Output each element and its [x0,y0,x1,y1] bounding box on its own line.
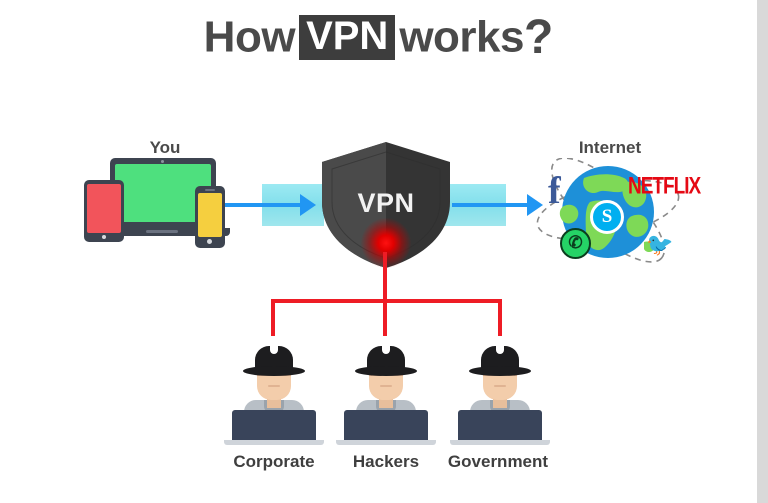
tablet-screen [87,184,121,233]
title-question-mark: ? [523,11,554,64]
hacker-laptop-icon [232,410,316,442]
fedora-hat-dent [382,345,390,354]
hacker-laptop-base [450,440,550,445]
scrollbar-track[interactable] [757,0,768,503]
title-vpn-badge: VPN [299,15,396,60]
skype-icon: S [590,200,624,234]
arrow-right-icon-left [300,194,316,216]
threat-figure-hackers [334,340,438,446]
data-flow-line-left [225,203,305,207]
threat-label-corporate: Corporate [233,452,315,471]
internet-group: f NETFLIX S ✆ 🐦 [528,158,701,268]
smartphone-icon [195,186,225,248]
threat-label-hackers: Hackers [352,452,420,471]
hacker-mouth [268,385,280,387]
fedora-hat-brim [469,366,531,376]
tablet-home-button [102,235,106,239]
you-label: You [149,138,181,157]
title-suffix: works [399,12,524,62]
shield-label: VPN [357,188,415,218]
phone-home-button [207,239,212,244]
threat-figure-government [448,340,552,446]
phone-screen [198,193,222,237]
threat-label-government: Government [447,452,549,471]
hacker-laptop-icon [344,410,428,442]
whatsapp-icon: ✆ [560,228,591,259]
phone-speaker [205,189,215,191]
leak-connector-drop-middle [383,299,387,336]
leak-connector-drop-right [498,299,502,336]
leak-connector-stem [383,252,387,302]
threat-figure-corporate [222,340,326,446]
hacker-laptop-icon [458,410,542,442]
arrow-right-icon-right [527,194,543,216]
user-devices-group [84,158,244,250]
hacker-laptop-base [336,440,436,445]
facebook-icon: f [548,170,561,212]
fedora-hat-brim [243,366,305,376]
laptop-camera-icon [161,160,164,163]
hacker-laptop-base [224,440,324,445]
vpn-shield: VPN [316,140,456,270]
hacker-mouth [380,385,392,387]
leak-connector-drop-left [271,299,275,336]
laptop-trackpad [146,230,178,233]
title-prefix: How [203,12,296,62]
fedora-hat-dent [270,345,278,354]
internet-label: Internet [578,138,642,157]
tablet-icon [84,180,124,242]
data-flow-line-right [452,203,530,207]
fedora-hat-dent [496,345,504,354]
netflix-icon: NETFLIX [628,173,701,200]
twitter-icon: 🐦 [646,232,674,257]
fedora-hat-brim [355,366,417,376]
hacker-mouth [494,385,506,387]
